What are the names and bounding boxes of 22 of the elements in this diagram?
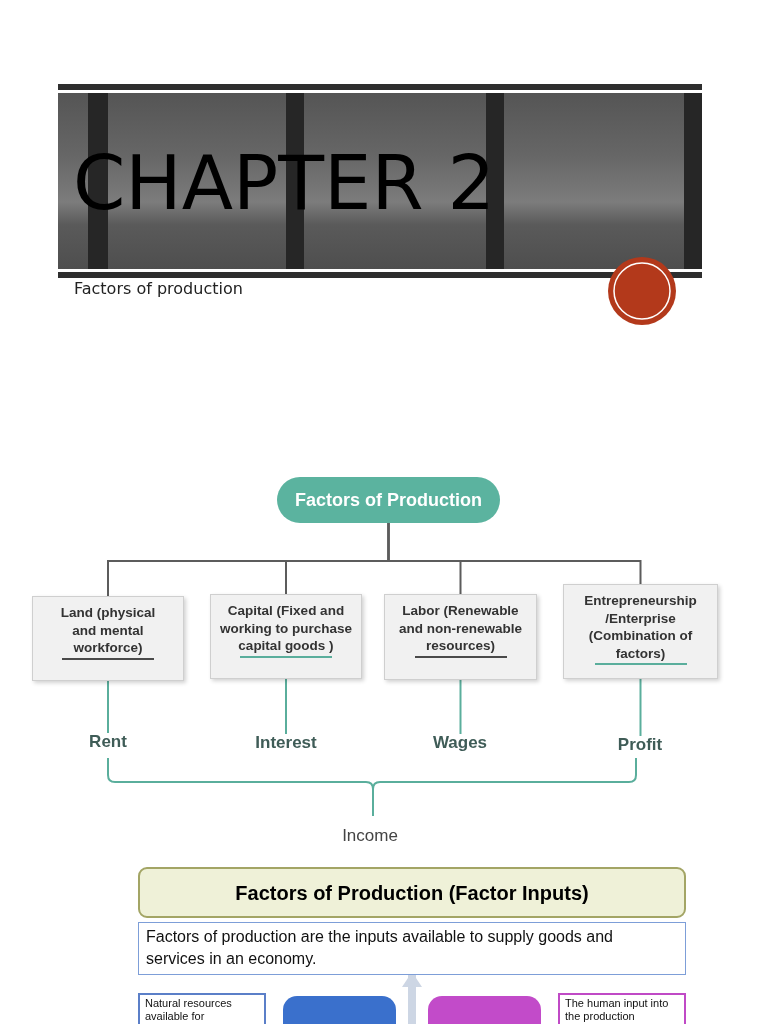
definition-box: Factors of production are the inputs available to supply goods and services in an economy. [138, 922, 686, 975]
factor-box: Labor (Renewable and non-renewable resources) [384, 594, 537, 680]
connector-line [387, 522, 642, 585]
connector-line [107, 680, 109, 734]
factor-box: Entrepreneurship /Enterprise (Combination of factors) [563, 584, 718, 679]
note-box: The human input into the production [558, 993, 686, 1024]
slide-subtitle: Factors of production [74, 279, 243, 299]
rounded-box [283, 996, 396, 1024]
factor-box: Land (physical and mental workforce) [32, 596, 184, 681]
note-box: Natural resources available for [138, 993, 266, 1024]
income-type-text: Interest [255, 734, 317, 751]
connector-line [285, 678, 287, 735]
income-type-text: Rent [89, 733, 127, 750]
income-type-text: Profit [617, 736, 663, 753]
topic-pill: Factors of Production [277, 477, 500, 523]
connector-line [459, 679, 462, 735]
income-text: Income [342, 827, 398, 844]
rounded-box [428, 996, 541, 1024]
connector-line [639, 678, 642, 737]
heading-box: Factors of Production (Factor Inputs) [138, 867, 686, 918]
factor-box: Capital (Fixed and working to purchase capital goods ) [210, 594, 362, 679]
income-type-text: Wages [432, 734, 488, 751]
